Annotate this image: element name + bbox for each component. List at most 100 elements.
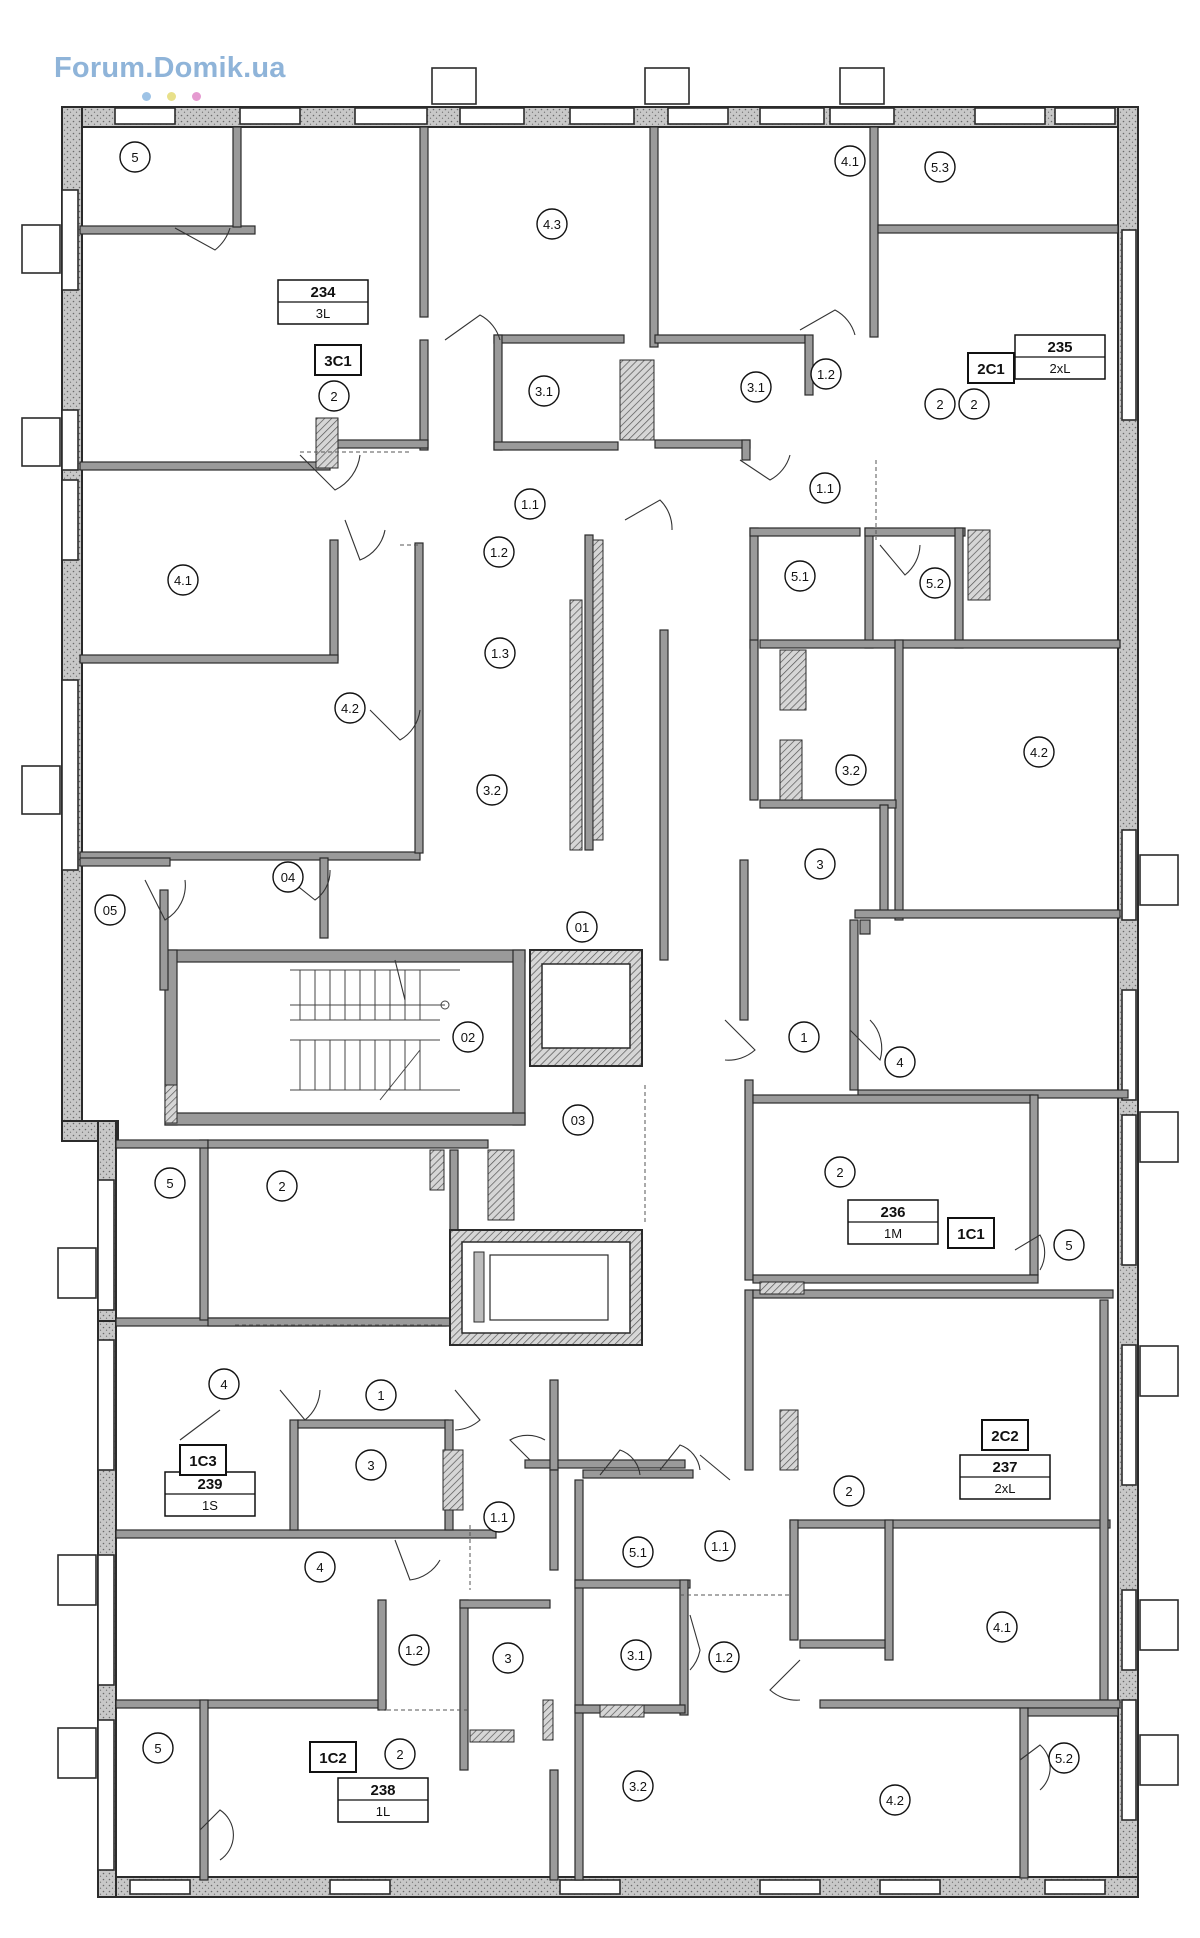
room-label-circle — [334, 692, 366, 724]
room-label: 1.1 — [816, 481, 834, 496]
room-label-circle — [355, 1449, 387, 1481]
room-label-circle — [266, 1170, 298, 1202]
room-label-circle — [824, 1156, 856, 1188]
room-label: 2 — [278, 1179, 285, 1194]
room-label: 3 — [504, 1651, 511, 1666]
room-label-circle — [740, 371, 772, 403]
room-label-circle — [483, 536, 515, 568]
room-label: 5 — [166, 1176, 173, 1191]
room-label-circle — [484, 637, 516, 669]
room-label-circle — [566, 911, 598, 943]
room-label-circle — [452, 1021, 484, 1053]
windows — [21, 67, 1179, 1895]
room-label-circle — [94, 894, 126, 926]
room-label: 1.1 — [521, 497, 539, 512]
room-label: 5.1 — [629, 1545, 647, 1560]
room-label: 1.2 — [490, 545, 508, 560]
room-label: 5 — [131, 150, 138, 165]
apartment-code: 1C2 — [319, 1750, 347, 1767]
room-label: 02 — [461, 1030, 475, 1045]
apartment-code-box — [981, 1419, 1029, 1451]
room-label-circle — [924, 388, 956, 420]
room-label: 1.2 — [817, 367, 835, 382]
room-label-circle — [804, 848, 836, 880]
room-label: 1.1 — [711, 1539, 729, 1554]
room-label-circle — [398, 1634, 430, 1666]
room-label-circle — [919, 567, 951, 599]
room-label-circle — [622, 1536, 654, 1568]
room-label: 2 — [396, 1747, 403, 1762]
apartment-number: 237 — [992, 1459, 1017, 1476]
room-label-circle — [788, 1021, 820, 1053]
room-label-circle — [1023, 736, 1055, 768]
room-label: 5.2 — [926, 576, 944, 591]
room-label-circle — [154, 1167, 186, 1199]
logo-dots — [142, 88, 217, 106]
interior-walls — [79, 126, 1129, 1881]
logo-dot — [192, 92, 201, 101]
room-label-circle — [142, 1732, 174, 1764]
room-label-circle — [708, 1641, 740, 1673]
room-label: 4 — [896, 1055, 903, 1070]
site-logo: Forum.Domik.ua — [54, 52, 286, 84]
apt-238-tag: 238 1L 1C2 — [309, 1741, 429, 1823]
room-label-circle — [272, 861, 304, 893]
apartment-number: 238 — [370, 1782, 395, 1799]
room-label: 3 — [816, 857, 823, 872]
apartment-number: 235 — [1047, 339, 1072, 356]
room-label: 2 — [970, 397, 977, 412]
room-label: 4 — [316, 1560, 323, 1575]
apartment-number: 234 — [310, 284, 336, 301]
logo-dot — [142, 92, 151, 101]
room-label: 2 — [845, 1484, 852, 1499]
room-label-circle — [924, 151, 956, 183]
room-label-circle — [528, 375, 560, 407]
apartment-type: 2xL — [1050, 361, 1071, 376]
room-label: 5 — [1065, 1238, 1072, 1253]
room-label: 1 — [377, 1388, 384, 1403]
room-label: 5 — [154, 1741, 161, 1756]
room-label: 5.3 — [931, 160, 949, 175]
room-label: 4 — [220, 1377, 227, 1392]
room-label: 2 — [836, 1165, 843, 1180]
room-label: 4.2 — [341, 701, 359, 716]
room-label-circle — [119, 141, 151, 173]
door-swings — [144, 227, 1051, 1861]
room-label-circle — [810, 358, 842, 390]
room-label: 4.1 — [174, 573, 192, 588]
room-label: 05 — [103, 903, 117, 918]
room-label: 1.1 — [490, 1510, 508, 1525]
apartment-type: 3L — [316, 306, 330, 321]
room-label-circle — [562, 1104, 594, 1136]
room-label-circle — [704, 1530, 736, 1562]
apartment-code-box — [947, 1217, 995, 1249]
dashed-boundaries — [235, 451, 877, 1711]
room-label: 5.2 — [1055, 1751, 1073, 1766]
room-label-circle — [514, 488, 546, 520]
room-label: 3.1 — [747, 380, 765, 395]
room-label-circle — [365, 1379, 397, 1411]
room-label: 4.3 — [543, 217, 561, 232]
room-label-circle — [1048, 1742, 1080, 1774]
apartment-code-box — [309, 1741, 357, 1773]
apartment-type: 1L — [376, 1804, 390, 1819]
room-label-circle — [833, 1475, 865, 1507]
apartment-code: 2C1 — [977, 361, 1005, 378]
room-label-circle — [834, 145, 866, 177]
room-label: 04 — [281, 870, 295, 885]
room-label: 1 — [800, 1030, 807, 1045]
room-label-circle — [620, 1639, 652, 1671]
room-label: 3.2 — [483, 783, 501, 798]
apartment-code: 1C3 — [189, 1453, 217, 1470]
room-label: 5.1 — [791, 569, 809, 584]
apartment-number: 236 — [880, 1204, 905, 1221]
room-label: 3 — [367, 1458, 374, 1473]
room-label: 4.1 — [841, 154, 859, 169]
room-label: 1.3 — [491, 646, 509, 661]
room-label-circle — [318, 380, 350, 412]
apartment-number: 239 — [197, 1476, 222, 1493]
room-label-circle — [986, 1611, 1018, 1643]
apartment-type: 2xL — [995, 1481, 1016, 1496]
